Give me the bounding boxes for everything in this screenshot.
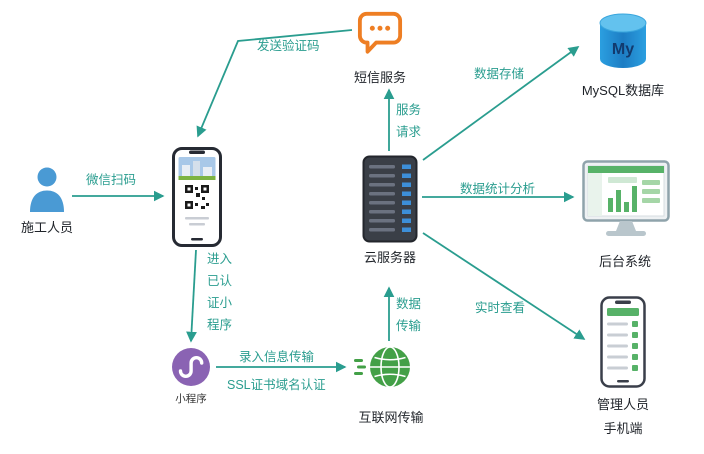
mysql-icon: My (597, 12, 649, 70)
internet-label: 互联网传输 (358, 410, 424, 425)
edge-label-data-storage: 数据存储 (474, 67, 525, 81)
globe-icon (354, 346, 410, 388)
edge-label-input-info-transfer: 录入信息传输 (239, 350, 315, 364)
sms-service-label: 短信服务 (353, 70, 406, 85)
edge-label-line: 请求 (396, 125, 422, 139)
speed-dashes (354, 359, 366, 375)
arrow-server-to-mysql (422, 46, 580, 161)
mysql-icon-text: My (612, 41, 634, 58)
person-icon (30, 167, 64, 212)
chat-bubble-icon (357, 11, 403, 54)
dashboard-header (588, 166, 664, 173)
arrow-phone-to-miniprogram (186, 249, 197, 343)
miniprogram-logo-icon (172, 348, 210, 386)
backend-system-label: 后台系统 (598, 254, 651, 269)
edge-label-line: 数据 (396, 297, 422, 311)
mysql-label: MySQL数据库 (581, 83, 665, 98)
edge-label-line: 证小 (207, 296, 233, 310)
admin-mobile-label-line2: 手机端 (603, 421, 643, 436)
mobile-header (607, 308, 639, 316)
edge-label-line: 已认 (207, 274, 233, 288)
dashboard-sidebar (588, 173, 602, 216)
worker-label: 施工人员 (20, 220, 73, 235)
mini-program-icon (171, 347, 211, 387)
server-vents (369, 165, 395, 232)
edge-label-wechat-scan: 微信扫码 (86, 173, 137, 187)
database-cylinder-icon: My (599, 13, 647, 68)
site-photo (178, 157, 216, 180)
smartphone-icon (172, 147, 222, 247)
edge-label-realtime-view: 实时查看 (475, 301, 526, 315)
edge-label-enter-mini-program: 进入 已认 证小 程序 (207, 248, 232, 336)
admin-mobile-icon (600, 296, 646, 388)
edge-label-send-code: 发送验证码 (257, 39, 320, 53)
mini-program-label: 小程序 (175, 393, 207, 405)
admin-mobile-label-line1: 管理人员 (596, 397, 649, 412)
edge-label-line: 传输 (396, 319, 422, 333)
backend-system-icon (582, 160, 670, 240)
edge-label-line: 程序 (207, 318, 233, 332)
monitor-icon (582, 160, 670, 236)
wechat-phone-icon (172, 147, 222, 247)
arrow-server-to-admin (422, 232, 586, 340)
edge-label-line: 进入 (207, 252, 233, 266)
internet-icon (354, 344, 412, 390)
arrow-sms-to-phone (196, 29, 353, 138)
cloud-server-label: 云服务器 (363, 250, 416, 265)
edge-label-service-request: 服务 请求 (396, 99, 421, 143)
cloud-server-icon (362, 155, 418, 243)
dashboard-bars (608, 186, 637, 212)
phone-notch (189, 150, 205, 154)
mobile-list-icon (600, 296, 646, 388)
server-tower-icon (362, 155, 418, 243)
edge-label-line: 服务 (396, 103, 422, 117)
sms-service-icon (357, 10, 403, 56)
qr-code (185, 185, 209, 209)
edge-label-data-statistics: 数据统计分析 (460, 182, 536, 196)
server-leds (402, 164, 411, 232)
edge-label-ssl-domain-auth: SSL证书域名认证 (227, 378, 326, 392)
edge-label-data-transfer: 数据 传输 (396, 293, 421, 337)
worker-icon (27, 166, 67, 212)
dashboard-list (642, 180, 660, 203)
mobile-list-rows (607, 321, 638, 371)
